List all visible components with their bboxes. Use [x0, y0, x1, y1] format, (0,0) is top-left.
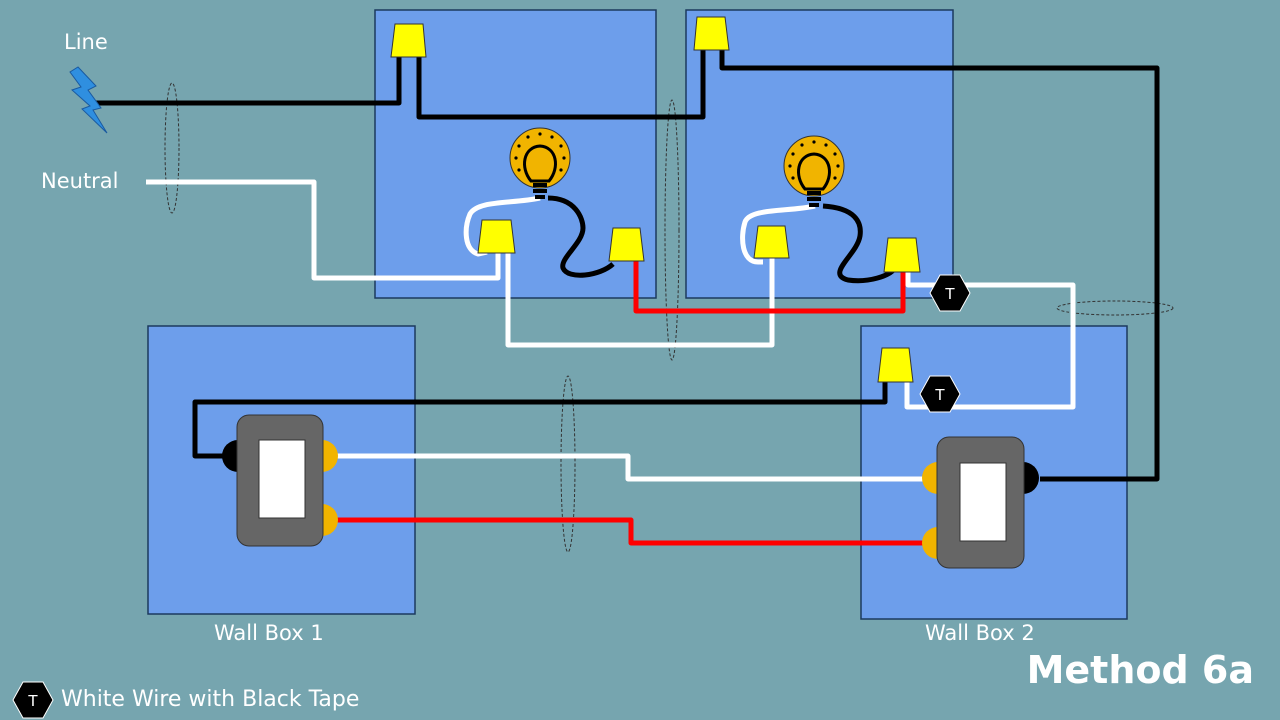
bulb2-lead-black [822, 203, 898, 284]
legend-hexagon-icon: T [12, 681, 54, 719]
wire-nut-red-box2 [883, 237, 921, 273]
lightning-bolt-icon [69, 66, 108, 134]
cable-bundle-right [1056, 300, 1174, 316]
hot-to-switch2-wire [719, 48, 1160, 482]
wire-nut-neutral-box2 [753, 225, 790, 259]
line-hot-wire [96, 52, 402, 106]
light-bulb-icon [509, 127, 571, 199]
bulb1-lead-black [547, 195, 615, 278]
switch-2 [922, 436, 1039, 569]
neutral-wire [146, 179, 501, 281]
switch2-black-screw [1023, 462, 1039, 494]
neutral-jumper-wire [505, 250, 775, 348]
wire-nut-wallbox2 [877, 347, 914, 383]
traveler-white-wire [332, 453, 925, 482]
wire-nut-hot-box2 [693, 16, 730, 51]
switch1-brass-screw-bottom [322, 504, 338, 536]
switch1-brass-screw-top [322, 440, 338, 472]
cable-bundle-line [164, 82, 180, 214]
wire-nut-line [390, 23, 427, 58]
light-bulb-icon [783, 135, 845, 207]
switch-1 [222, 414, 338, 547]
wall-box-1-label: Wall Box 1 [214, 621, 324, 645]
taped-white-to-switch2 [904, 270, 1076, 410]
legend-text: White Wire with Black Tape [61, 687, 360, 712]
switch1-black-screw [222, 440, 238, 472]
switch2-brass-screw-top [922, 462, 938, 494]
traveler-red-wire [332, 517, 925, 546]
wire-nut-red-box1 [608, 227, 645, 262]
cable-bundle-wall [560, 375, 576, 553]
wire-nut-neutral-box1 [477, 219, 516, 254]
bulb1-lead-white [463, 195, 541, 257]
switch2-toggle [959, 462, 1007, 542]
cable-bundle-ceiling [664, 99, 680, 361]
hot-jumper-wire [416, 48, 706, 120]
neutral-label: Neutral [41, 169, 119, 193]
bulb2-lead-white [740, 203, 816, 265]
tape-marker-label: T [934, 386, 945, 404]
switch2-brass-screw-bottom [922, 527, 938, 559]
red-fixture-wire [633, 260, 906, 314]
legend-symbol: T [27, 692, 38, 710]
tape-marker-label: T [944, 285, 955, 303]
black-tape-hexagon-icon: T [929, 274, 971, 312]
method-title: Method 6a [1026, 648, 1254, 692]
black-tape-hexagon-icon: T [919, 375, 961, 413]
switch1-toggle [258, 439, 306, 519]
line-label: Line [64, 30, 108, 54]
wall-box-2-label: Wall Box 2 [925, 621, 1035, 645]
switch1-common-wire [192, 380, 888, 459]
